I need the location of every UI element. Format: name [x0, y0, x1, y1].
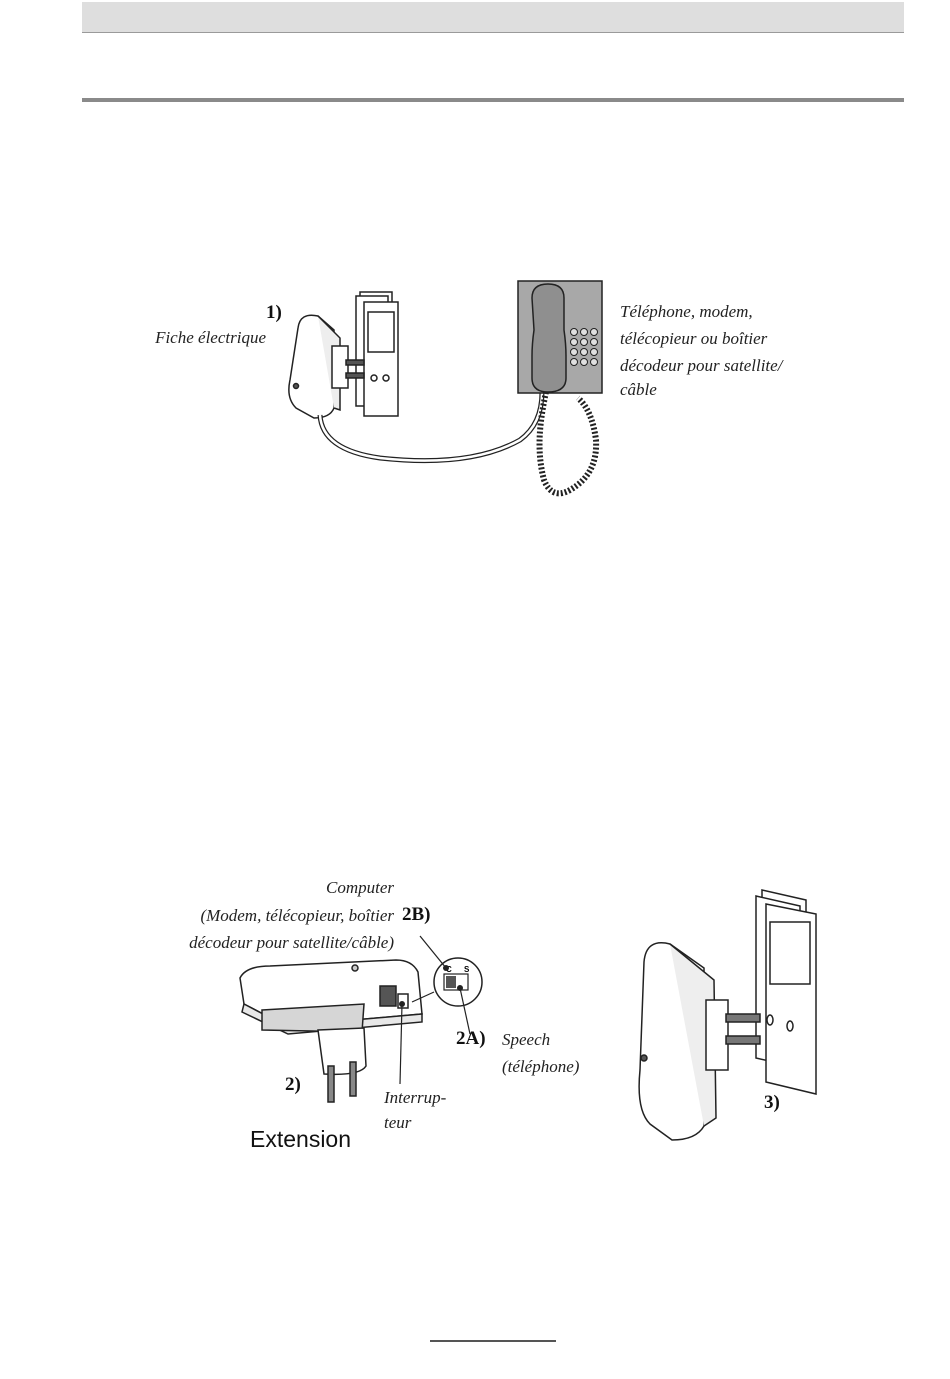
footer-rule	[430, 1340, 556, 1342]
computer-label-line-1: Computer	[260, 876, 394, 899]
step-2a-number: 2A)	[456, 1028, 486, 1050]
adapter-plug-3	[639, 943, 760, 1140]
extension-adapter	[240, 960, 422, 1102]
switch-label-line-1: Interrup-	[384, 1086, 446, 1109]
step-3-number: 3)	[764, 1092, 780, 1114]
step-2-number: 2)	[285, 1074, 301, 1096]
computer-label-line-2: (Modem, télécopieur, boîtier	[130, 904, 394, 927]
wall-socket-3	[756, 890, 816, 1094]
step-2b-number: 2B)	[402, 904, 431, 926]
computer-label-line-3: décodeur pour satellite/câble)	[130, 931, 394, 954]
switch-label-line-2: teur	[384, 1111, 411, 1134]
extension-title: Extension	[250, 1126, 351, 1153]
speech-label-line-1: Speech	[502, 1028, 550, 1051]
switch-mark-s: S	[464, 965, 470, 974]
speech-label-line-2: (téléphone)	[502, 1055, 579, 1078]
